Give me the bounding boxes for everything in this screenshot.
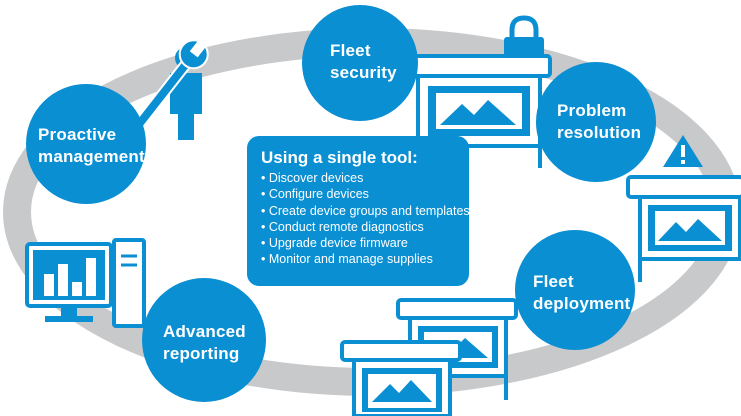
node-label-line2: management xyxy=(38,147,145,166)
printer-stack-icon xyxy=(340,298,518,416)
node-label-line1: Advanced xyxy=(163,322,246,341)
node-label-line2: resolution xyxy=(557,123,642,142)
list-item: Discover devices xyxy=(261,170,459,186)
center-feature-list: Discover devices Configure devices Creat… xyxy=(261,170,470,268)
node-fleet-deployment: Fleet deployment xyxy=(533,271,630,315)
node-circles xyxy=(26,5,656,402)
center-info-box: Using a single tool: Discover devices Co… xyxy=(247,136,470,286)
list-item: Monitor and manage supplies xyxy=(261,251,459,267)
node-proactive-management: Proactive management xyxy=(38,124,145,168)
node-circle-fleet-deployment xyxy=(515,230,635,350)
node-problem-resolution: Problem resolution xyxy=(557,100,641,144)
node-label-line2: security xyxy=(330,63,397,82)
node-advanced-reporting: Advanced reporting xyxy=(163,321,246,365)
node-label-line1: Fleet xyxy=(330,41,371,60)
node-label-line2: reporting xyxy=(163,344,240,363)
node-label-line2: deployment xyxy=(533,294,631,313)
node-circle-fleet-security xyxy=(302,5,418,121)
center-title: Using a single tool: xyxy=(261,148,418,167)
list-item: Upgrade device firmware xyxy=(261,235,459,251)
node-label-line1: Problem xyxy=(557,101,627,120)
node-circle-problem-resolution xyxy=(536,62,656,182)
computer-chart-icon xyxy=(25,238,146,328)
list-item: Create device groups and templates xyxy=(261,203,470,219)
printer-warning-icon xyxy=(626,135,741,282)
node-label-line1: Fleet xyxy=(533,272,574,291)
node-circle-proactive-management xyxy=(26,84,146,204)
list-item: Conduct remote diagnostics xyxy=(261,219,459,235)
printer-lock-icon xyxy=(403,15,552,168)
node-fleet-security: Fleet security xyxy=(330,40,397,84)
node-label-line1: Proactive xyxy=(38,125,117,144)
node-circle-advanced-reporting xyxy=(142,278,266,402)
list-item: Configure devices xyxy=(261,186,459,202)
